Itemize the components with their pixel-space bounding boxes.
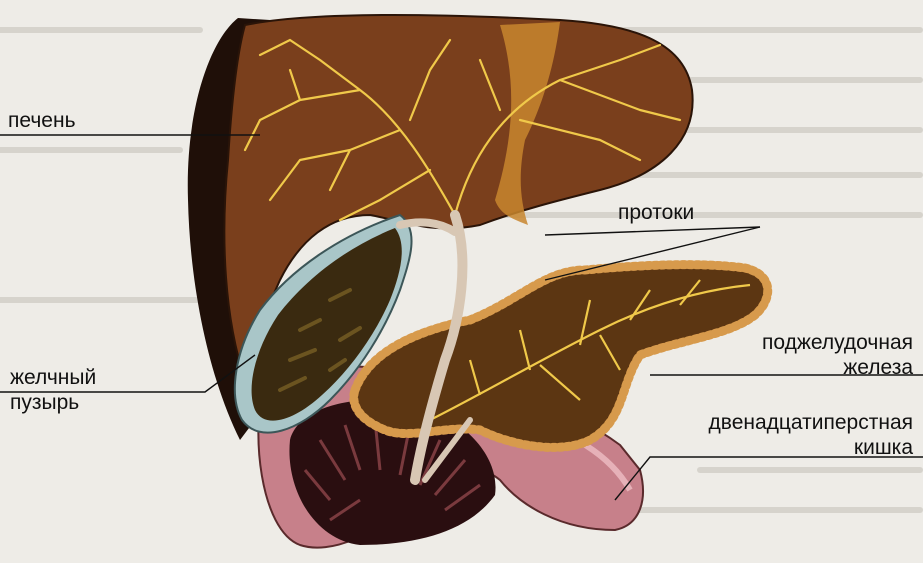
label-ducts: протоки [618, 200, 694, 225]
label-gallbladder-line-1: желчный [10, 365, 96, 390]
label-gallbladder-line-2: пузырь [10, 390, 96, 415]
label-duodenum-line-1: двенадцатиперстная [709, 410, 913, 435]
label-pancreas-line-2: железа [762, 355, 913, 380]
label-gallbladder: желчный пузырь [10, 365, 96, 415]
label-duodenum: двенадцатиперстная кишка [709, 410, 913, 460]
pancreas [354, 265, 768, 448]
label-duodenum-line-2: кишка [709, 435, 913, 460]
leader-ducts [545, 227, 760, 235]
label-pancreas: поджелудочная железа [762, 330, 913, 380]
leader-duodenum [615, 457, 923, 500]
label-liver: печень [8, 108, 76, 133]
label-pancreas-line-1: поджелудочная [762, 330, 913, 355]
